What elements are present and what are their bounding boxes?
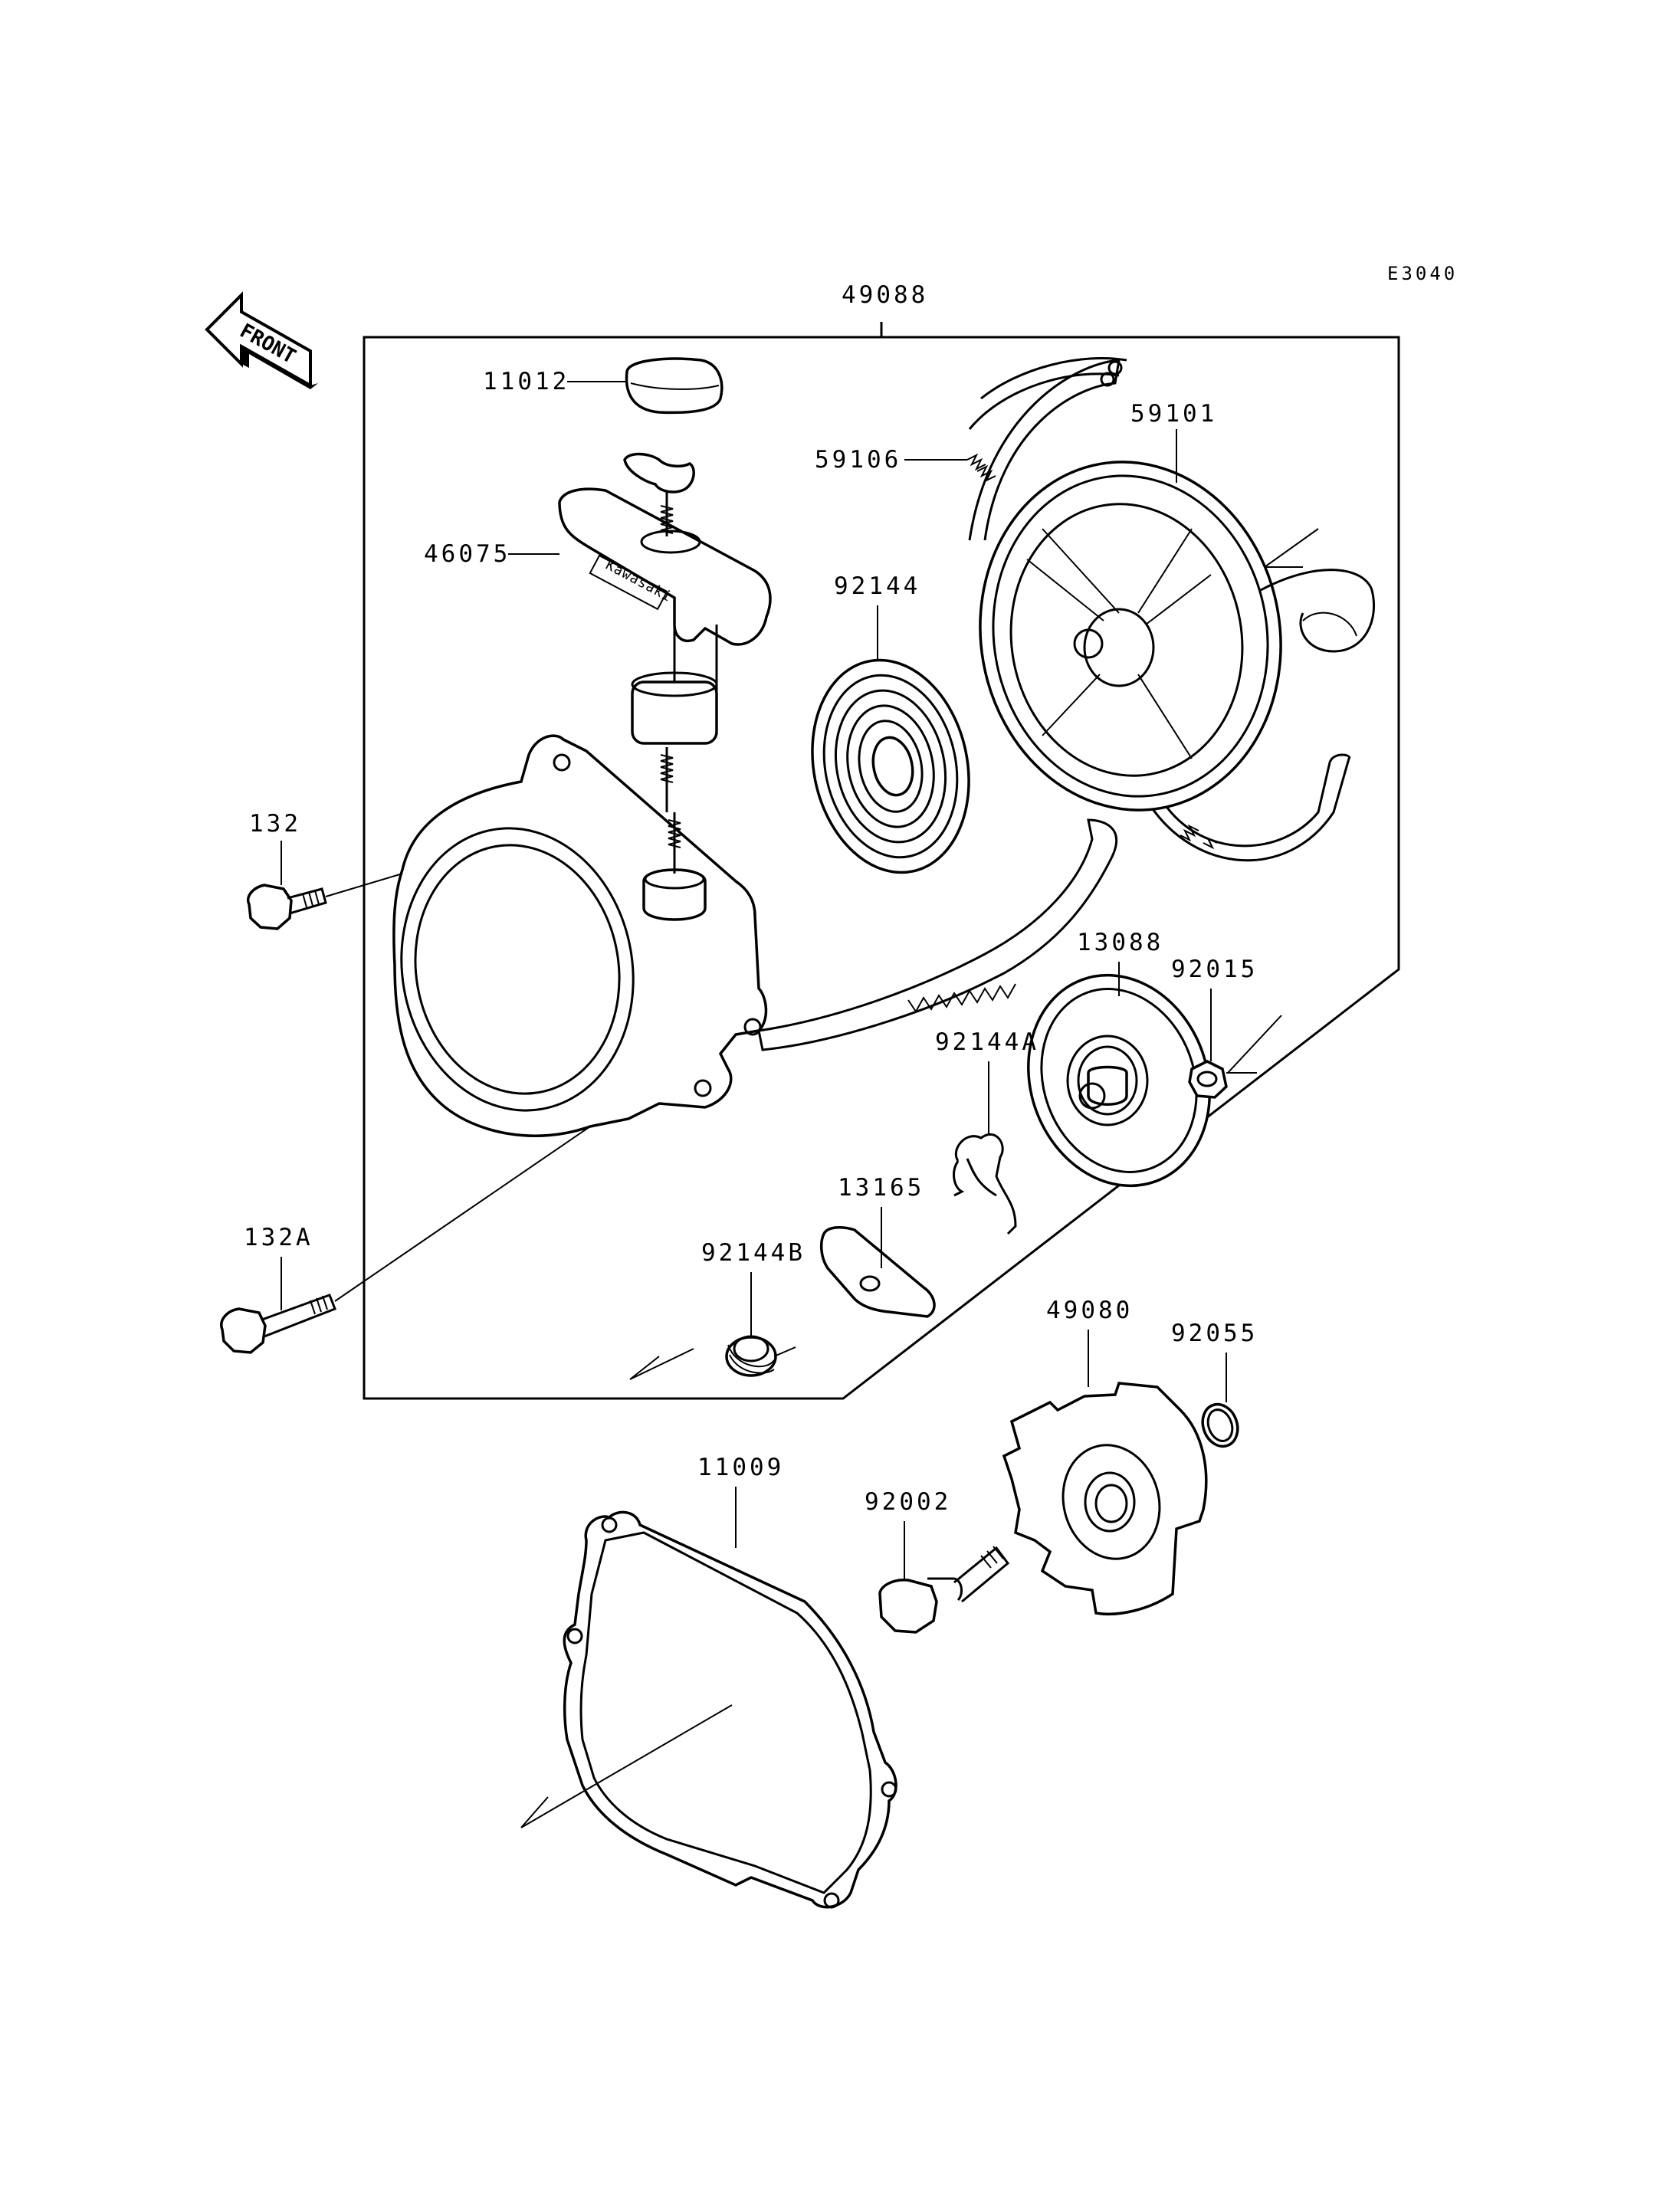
label-59101: 59101 bbox=[1130, 400, 1217, 428]
clip-spring-92144a bbox=[953, 1133, 1017, 1235]
bolt-92002 bbox=[878, 1546, 1010, 1634]
front-arrow-icon: FRONT bbox=[205, 291, 318, 389]
label-49080: 49080 bbox=[1046, 1297, 1133, 1324]
label-92144B: 92144B bbox=[701, 1239, 806, 1267]
label-11009: 11009 bbox=[697, 1454, 784, 1481]
label-92015: 92015 bbox=[1171, 956, 1258, 983]
bolt-132 bbox=[247, 884, 327, 930]
starter-housing bbox=[392, 734, 768, 1137]
drive-plate-49080 bbox=[1002, 1382, 1208, 1616]
label-132: 132 bbox=[249, 810, 301, 838]
o-ring-92055 bbox=[1201, 1402, 1239, 1448]
label-13165: 13165 bbox=[838, 1174, 924, 1202]
drawing-code: E3040 bbox=[1387, 263, 1458, 284]
starter-rope-59106 bbox=[757, 357, 1351, 1051]
nut-92015 bbox=[1188, 1060, 1228, 1099]
label-92055: 92055 bbox=[1171, 1320, 1258, 1347]
grip-cap-11012 bbox=[625, 357, 724, 415]
label-46075: 46075 bbox=[424, 540, 510, 568]
label-132A: 132A bbox=[244, 1224, 313, 1251]
label-13088: 13088 bbox=[1077, 929, 1163, 956]
label-49088: 49088 bbox=[842, 281, 928, 309]
gasket-11009 bbox=[563, 1510, 897, 1909]
recoil-spring-92144 bbox=[811, 658, 970, 874]
ratchet-13088 bbox=[1027, 973, 1211, 1188]
bolt-132a bbox=[220, 1294, 336, 1354]
pawl-13165 bbox=[819, 1225, 936, 1318]
label-92144A: 92144A bbox=[935, 1028, 1039, 1056]
label-59106: 59106 bbox=[815, 446, 901, 474]
coil-spring-92144b bbox=[725, 1335, 777, 1377]
starter-handle-46075: Kawasaki bbox=[558, 452, 772, 812]
reel-pulley-59101 bbox=[979, 461, 1376, 812]
label-92144: 92144 bbox=[834, 572, 920, 600]
label-92002: 92002 bbox=[865, 1488, 951, 1516]
label-11012: 11012 bbox=[483, 368, 569, 395]
